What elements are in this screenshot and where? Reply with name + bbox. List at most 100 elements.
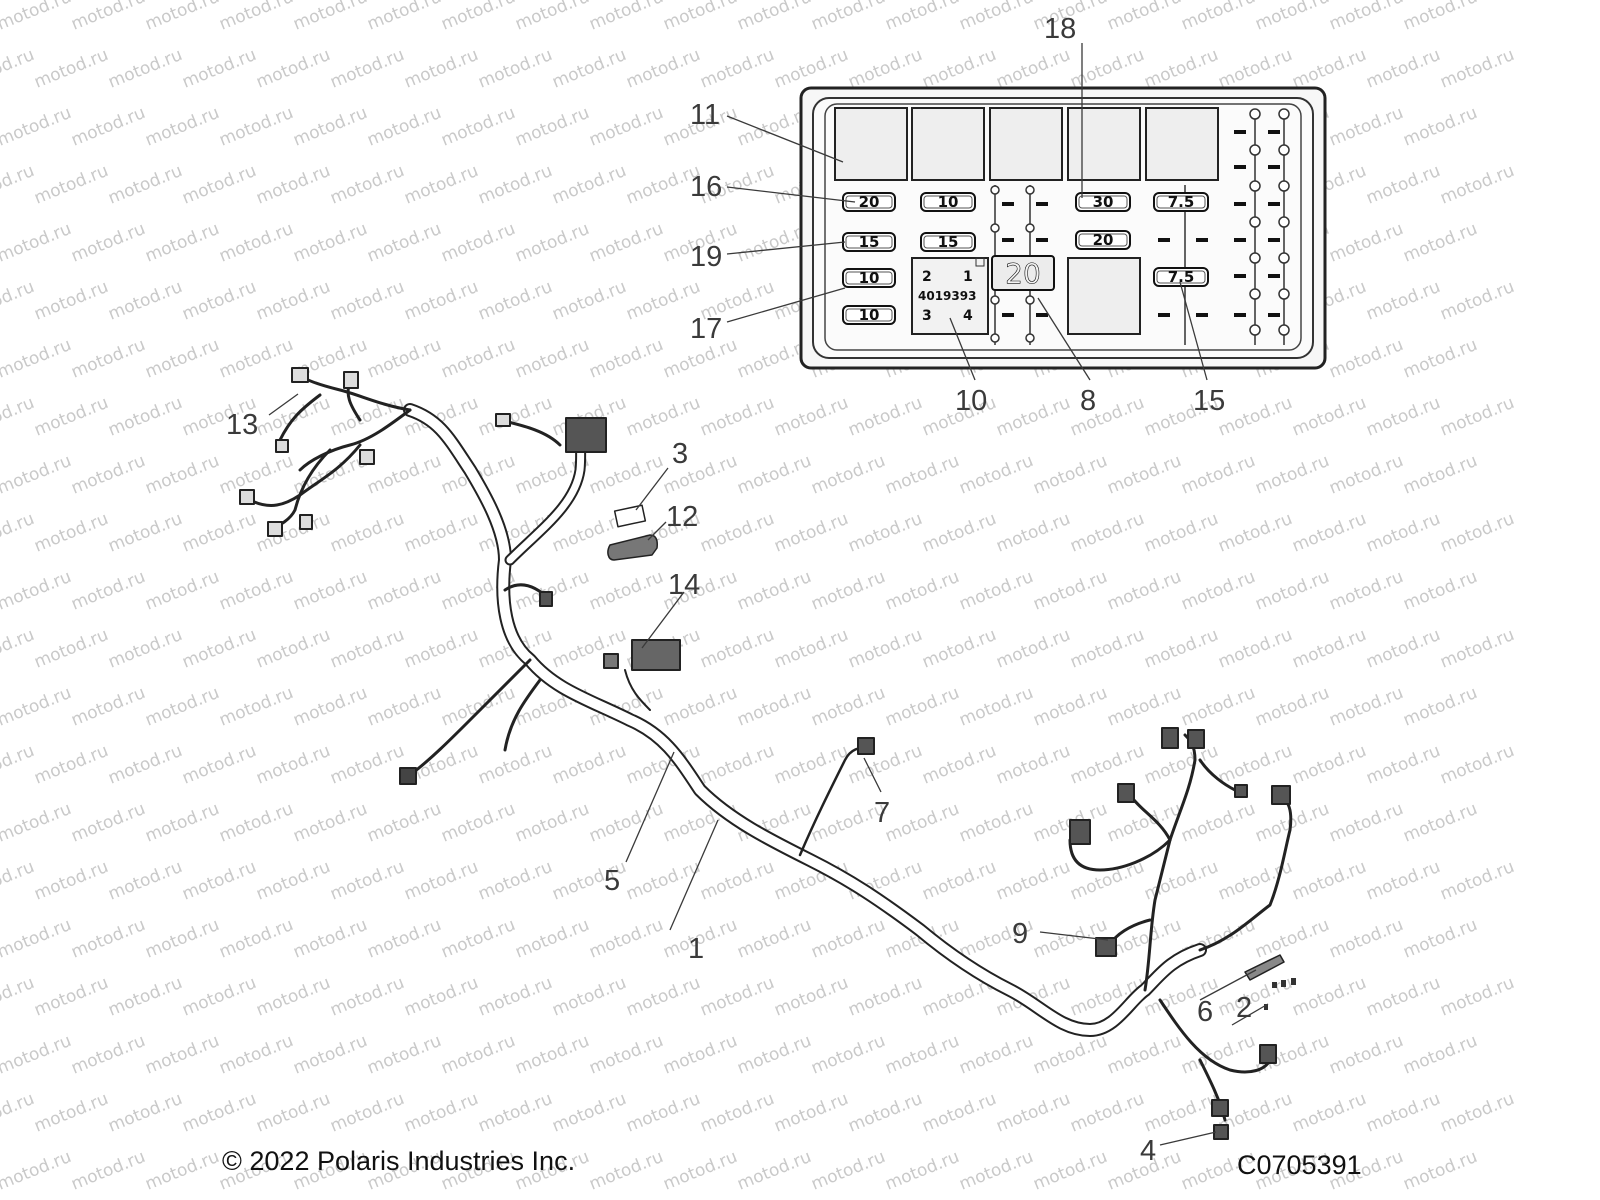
fuse-rating-label: 10 [859,306,880,324]
watermark-text: motod.ru [142,915,222,963]
fuse-body [1153,192,1209,212]
connector-7 [857,737,875,755]
watermark-text: motod.ru [512,915,592,963]
watermark-text: motod.ru [586,335,666,383]
watermark-text: motod.ru [1400,103,1480,151]
watermark-text: motod.ru [401,625,481,673]
watermark-text: motod.ru [845,1089,925,1137]
relay-6 [1067,257,1141,335]
leader-lines [268,43,1269,1146]
watermark-text: motod.ru [1289,393,1369,441]
callout-6-text: 6 [1197,996,1214,1028]
watermark-text: motod.ru [1289,857,1369,905]
fuse-rating-label: 10 [938,193,959,211]
fuse-rating-label: 15 [859,233,880,251]
watermark-text: motod.ru [327,741,407,789]
watermark-text: motod.ru [1363,1089,1443,1137]
watermark-text: motod.ru [697,393,777,441]
watermark-text: motod.ru [586,219,666,267]
watermark-text: motod.ru [105,277,185,325]
watermark-text: motod.ru [1437,741,1517,789]
watermark-text: motod.ru [808,915,888,963]
watermark-text: motod.ru [1400,219,1480,267]
watermark-text: motod.ru [1437,161,1517,209]
watermark-text: motod.ru [808,451,888,499]
watermark-text: motod.ru [845,625,925,673]
fuse-body [920,232,976,252]
fuse-inner-outline [845,235,893,249]
watermark-text: motod.ru [1400,683,1480,731]
fuse-inner-outline [923,235,973,249]
watermark-text: motod.ru [0,857,37,905]
watermark-text: motod.ru [327,625,407,673]
watermark-text: motod.ru [1363,509,1443,557]
fuse-20-amp: 20 [842,192,896,212]
fuse-rating-label: 20 [1005,257,1041,290]
watermark-text: motod.ru [919,1089,999,1137]
fuse-rating-label: 20 [859,193,880,211]
watermark-text: motod.ru [993,45,1073,93]
watermark-text: motod.ru [1363,973,1443,1021]
watermark-text: motod.ru [1104,451,1184,499]
fuse-rating-label: 20 [1093,231,1114,249]
watermark-text: motod.ru [919,625,999,673]
fuse-body [1075,192,1131,212]
watermark-text: motod.ru [105,509,185,557]
callout-2: 2 [1236,992,1252,1024]
watermark-text: motod.ru [31,277,111,325]
fuse-20-amp: 20 [991,255,1055,291]
fuse-inner-outline [1078,195,1128,209]
watermark-text: motod.ru [1067,509,1147,557]
watermark-text: motod.ru [253,509,333,557]
callout-19: 19 [690,241,722,273]
watermark-text: motod.ru [512,567,592,615]
watermark-text: motod.ru [68,799,148,847]
watermark-text: motod.ru [734,567,814,615]
watermark-text: motod.ru [1030,451,1110,499]
watermark-text: motod.ru [105,857,185,905]
watermark-text: motod.ru [327,857,407,905]
fuse-30-amp: 30 [1075,192,1131,212]
callout-16: 16 [690,171,722,203]
watermark-text: motod.ru [1178,0,1258,35]
callout-10: 10 [955,385,987,417]
connector-cluster-13 [239,367,375,537]
watermark-text: motod.ru [956,451,1036,499]
watermark-text: motod.ru [216,567,296,615]
watermark-text: motod.ru [512,335,592,383]
watermark-text: motod.ru [808,683,888,731]
watermark-text: motod.ru [1400,915,1480,963]
fuse-inner-outline [845,271,893,285]
fuse-rating-label: 15 [938,233,959,251]
watermark-text: motod.ru [1400,335,1480,383]
watermark-text: motod.ru [1437,857,1517,905]
watermark-text: motod.ru [327,973,407,1021]
watermark-text: motod.ru [142,219,222,267]
watermark-text: motod.ru [142,683,222,731]
watermark-text: motod.ru [919,741,999,789]
watermark-text: motod.ru [549,277,629,325]
watermark-text: motod.ru [0,799,74,847]
watermark-text: motod.ru [512,219,592,267]
watermark-text: motod.ru [0,1031,74,1079]
watermark-text: motod.ru [1104,799,1184,847]
watermark-text: motod.ru [586,103,666,151]
watermark-text: motod.ru [1289,1089,1369,1137]
watermark-text: motod.ru [1252,567,1332,615]
copyright-notice: © 2022 Polaris Industries Inc. [222,1146,576,1176]
watermark-text: motod.ru [919,45,999,93]
watermark-text: motod.ru [771,509,851,557]
watermark-text: motod.ru [660,683,740,731]
watermark-text: motod.ru [0,335,74,383]
watermark-text: motod.ru [697,741,777,789]
watermark-text: motod.ru [179,277,259,325]
watermark-text: motod.ru [290,1031,370,1079]
watermark-text: motod.ru [1141,625,1221,673]
fuse-rating-label: 7.5 [1168,268,1195,286]
watermark-text: motod.ru [31,509,111,557]
watermark-text: motod.ru [179,509,259,557]
watermark-text: motod.ru [438,799,518,847]
watermark-text: motod.ru [1067,1089,1147,1137]
watermark-text: motod.ru [364,335,444,383]
watermark-text: motod.ru [1104,1031,1184,1079]
